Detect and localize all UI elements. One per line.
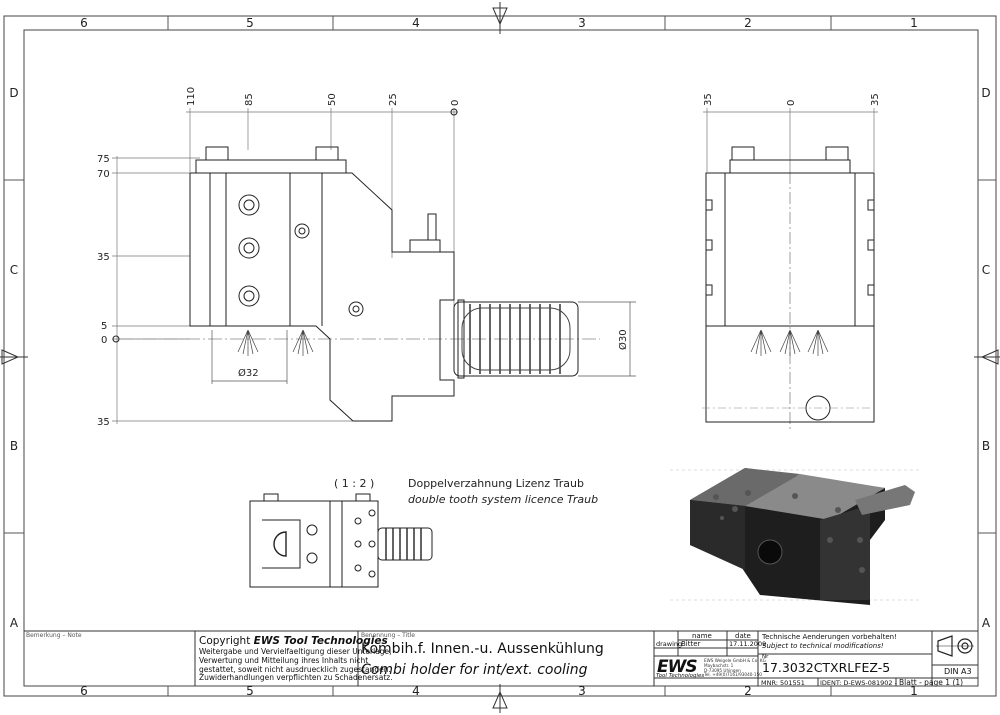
- drawn-by: Bitter: [681, 640, 701, 648]
- detail-note-en: double tooth system licence Traub: [408, 493, 598, 506]
- dim-top-25: 25: [388, 93, 399, 106]
- detail-view: [249, 493, 433, 588]
- dim-left-5: 5: [101, 321, 107, 332]
- row-label-b: B: [10, 439, 18, 453]
- dim-bore-diameter: Ø32: [238, 367, 259, 379]
- col-label-3: 3: [578, 16, 586, 30]
- company-line: Tel. +49(0)7161/93040-150: [704, 672, 762, 678]
- copyright-line: Zuwiderhandlungen verpflichten zu Schade…: [199, 673, 393, 683]
- projection-symbol: [936, 635, 974, 657]
- row-label-a: A: [10, 616, 19, 630]
- row-label-a-right: A: [982, 616, 991, 630]
- remark-label: Bemerkung – Note: [26, 632, 82, 639]
- col-label-6: 6: [80, 16, 88, 30]
- copyright-prefix: Copyright: [199, 635, 251, 647]
- row-label-d: D: [9, 86, 18, 100]
- title-block-grid: [24, 630, 978, 686]
- side-dim-35-left: 35: [703, 93, 714, 106]
- dim-top-110: 110: [186, 87, 197, 106]
- company-line: D-73095 Uhingen: [704, 667, 741, 673]
- dim-shank-diameter: Ø30: [617, 329, 629, 350]
- copyright-heading: Copyright EWS Tool Technologies: [199, 635, 388, 647]
- col-label-1: 1: [910, 16, 918, 30]
- front-view: [112, 108, 636, 424]
- title-de: Kombih.f. Innen.-u. Aussenkühlung: [361, 641, 604, 657]
- detail-scale: ( 1 : 2 ): [334, 477, 374, 490]
- col-label-5: 5: [246, 16, 254, 30]
- copyright-line: gestattet, soweit nicht ausdruecklich zu…: [199, 664, 391, 674]
- col-label-5-bottom: 5: [246, 684, 254, 698]
- dim-left-0: 0: [101, 335, 107, 346]
- company-address: EWS Weigele GmbH & Co. KG Maybachstr. 1 …: [704, 658, 766, 678]
- dim-top-85: 85: [244, 93, 255, 106]
- date-header: date: [735, 632, 751, 640]
- col-label-2-bottom: 2: [744, 684, 752, 698]
- copyright-brand: EWS Tool Technologies: [253, 635, 388, 647]
- row-label-b-right: B: [982, 439, 990, 453]
- dim-left-35-lower: 35: [97, 417, 110, 428]
- col-label-4: 4: [412, 16, 420, 30]
- copyright-line: Verwertung und Mitteilung ihres Inhalts …: [199, 655, 369, 665]
- paper-format: DIN A3: [944, 667, 972, 676]
- title-label: Benennung – Title: [361, 632, 415, 639]
- company-logo: EWS: [657, 657, 698, 677]
- col-label-6-bottom: 6: [80, 684, 88, 698]
- col-label-1-bottom: 1: [910, 684, 918, 698]
- ident-number: IDENT: D-EWS-081902 -: [820, 679, 897, 687]
- row-label-c-right: C: [982, 263, 990, 277]
- company-line: EWS Weigele GmbH & Co. KG: [704, 658, 766, 663]
- inner-frame: [23, 29, 979, 687]
- drawn-date: 17.11.2009: [729, 640, 767, 648]
- nr-label: Nr: [762, 654, 769, 660]
- dim-left-75: 75: [97, 154, 110, 165]
- isometric-view: [670, 468, 920, 605]
- name-header: name: [692, 632, 712, 640]
- dim-top-50: 50: [327, 93, 338, 106]
- notice-de: Technische Aenderungen vorbehalten!: [762, 633, 897, 641]
- dim-left-70: 70: [97, 169, 110, 180]
- copyright-line: Weitergabe und Vervielfaeltigung dieser …: [199, 647, 392, 656]
- notice-en: Subject to technical modifications!: [762, 642, 884, 650]
- drawing-label: drawing: [656, 640, 683, 648]
- mnr-number: MNR: 501551: [761, 679, 805, 687]
- company-line: Maybachstr. 1: [704, 662, 734, 668]
- side-view: [702, 108, 878, 430]
- company-logo-sub: Tool Technologies: [656, 673, 705, 679]
- detail-note-de: Doppelverzahnung Lizenz Traub: [408, 477, 584, 490]
- part-number: 17.3032CTXRLFEZ-5: [762, 660, 891, 675]
- copyright-text: Weitergabe und Vervielfaeltigung dieser …: [199, 647, 393, 683]
- title-en: Combi holder for int/ext. cooling: [361, 662, 588, 678]
- dim-left-35-upper: 35: [97, 252, 110, 263]
- col-label-4-bottom: 4: [412, 684, 420, 698]
- side-dim-0: 0: [786, 100, 797, 106]
- col-label-3-bottom: 3: [578, 684, 586, 698]
- row-label-d-right: D: [981, 86, 990, 100]
- col-label-2: 2: [744, 16, 752, 30]
- sheet-page: Blatt - page 1 (1): [899, 678, 964, 687]
- side-dim-35-right: 35: [870, 93, 881, 106]
- dim-top-0: 0: [450, 100, 461, 106]
- row-label-c: C: [10, 263, 18, 277]
